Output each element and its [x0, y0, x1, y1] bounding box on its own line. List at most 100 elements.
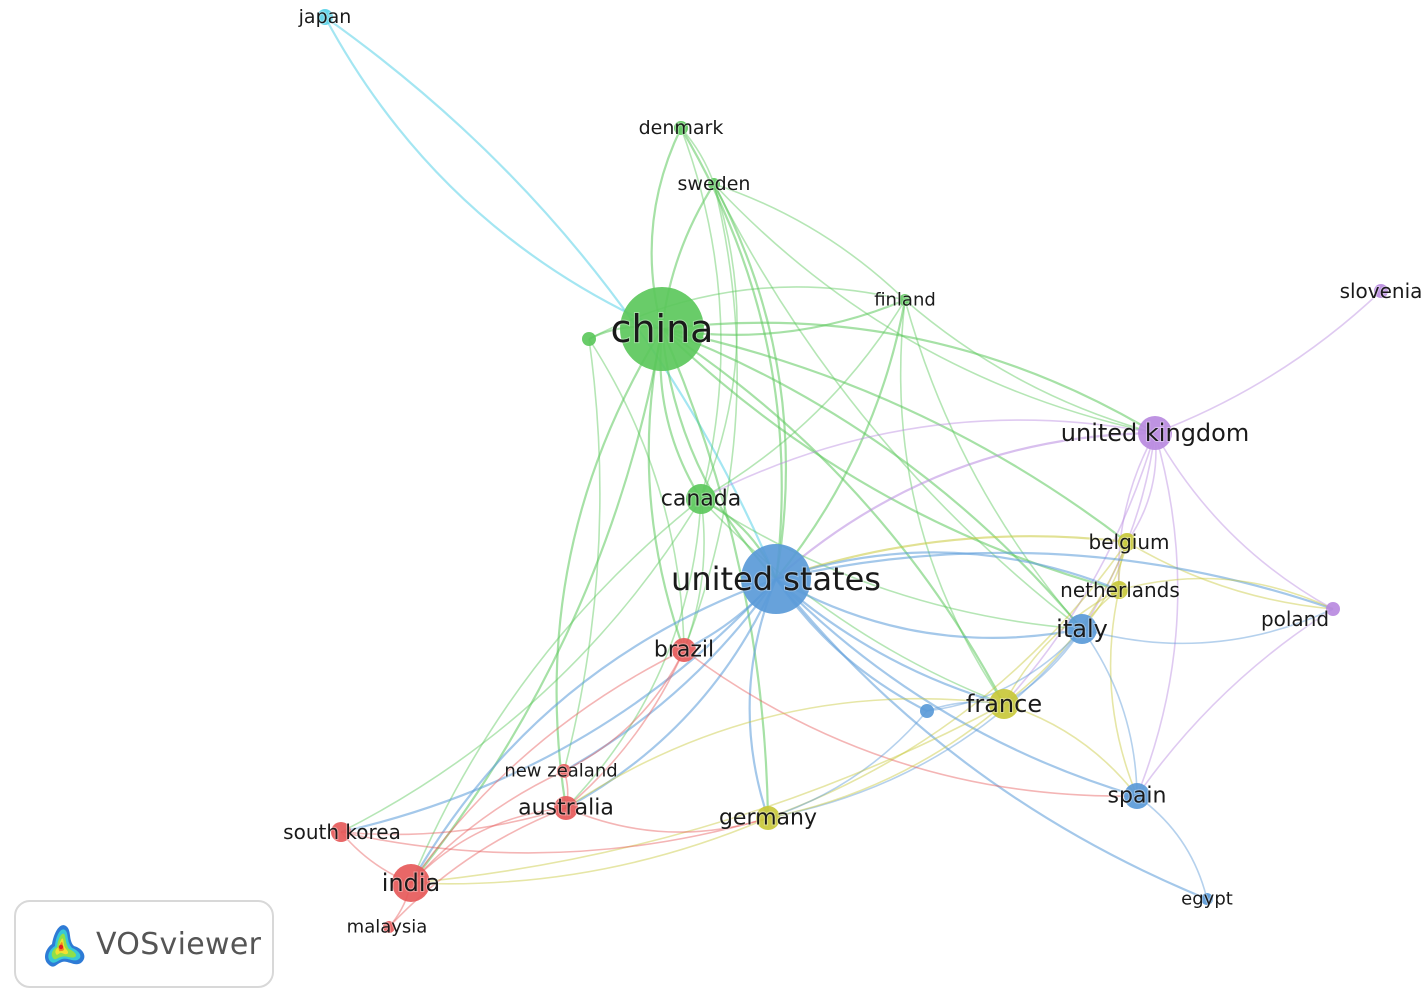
- label-france: france: [966, 690, 1042, 718]
- label-japan: japan: [298, 6, 352, 28]
- node-netherlands[interactable]: [1110, 581, 1128, 599]
- node-japan[interactable]: [317, 9, 333, 25]
- link-canada-brazil: [683, 498, 705, 651]
- label-belgium: belgium: [1089, 530, 1170, 554]
- link-japan-united_states: [324, 16, 778, 580]
- label-netherlands: netherlands: [1060, 578, 1180, 602]
- link-united_states-india: [410, 577, 777, 884]
- link-g_unlabeled-brazil: [588, 338, 685, 651]
- node-australia[interactable]: [554, 796, 578, 820]
- link-slovenia-united_kingdom: [1154, 290, 1382, 434]
- node-united-states[interactable]: [741, 544, 811, 614]
- link-g_unlabeled-new_zealand: [563, 338, 601, 772]
- node-united-kingdom[interactable]: [1138, 416, 1172, 450]
- link-united_states-south_korea: [340, 578, 777, 834]
- link-brazil-australia: [565, 649, 685, 809]
- link-italy-poland: [1081, 608, 1334, 645]
- link-italy-germany: [767, 628, 1083, 819]
- node-france[interactable]: [989, 689, 1019, 719]
- link-belgium-germany: [767, 541, 1128, 819]
- link-germany-india: [410, 817, 769, 885]
- vosviewer-logo-icon: [45, 925, 85, 967]
- link-united_states-poland: [775, 551, 1334, 611]
- label-brazil: brazil: [654, 638, 714, 663]
- link-finland-united_states: [775, 299, 907, 580]
- node-denmark[interactable]: [674, 121, 688, 135]
- link-finland-italy: [904, 299, 1083, 630]
- node-sweden[interactable]: [708, 178, 720, 190]
- node-germany[interactable]: [756, 806, 780, 830]
- node-india[interactable]: [392, 864, 430, 902]
- link-united_states-italy: [775, 578, 1083, 640]
- link-sweden-italy: [713, 183, 1083, 630]
- link-united_kingdom-canada: [700, 419, 1156, 500]
- node-south-korea[interactable]: [331, 822, 351, 842]
- link-china-netherlands: [661, 328, 1120, 592]
- label-china: china: [611, 307, 714, 351]
- link-canada-india: [410, 498, 702, 884]
- label-canada: canada: [661, 487, 741, 512]
- label-india: india: [382, 869, 441, 897]
- link-canada-france: [700, 498, 1005, 705]
- node-new-zealand[interactable]: [557, 764, 571, 778]
- link-south_korea-germany: [340, 817, 769, 854]
- node-egypt[interactable]: [1201, 893, 1213, 905]
- link-china-italy: [661, 327, 1083, 630]
- link-netherlands-spain: [1109, 589, 1138, 797]
- link-sweden-brazil: [683, 183, 738, 651]
- link-brazil-spain: [683, 649, 1138, 797]
- link-canada-italy: [700, 498, 1083, 630]
- link-b_unlabeled-germany: [767, 710, 928, 819]
- link-united_kingdom-poland: [1154, 432, 1334, 610]
- node-spain[interactable]: [1124, 783, 1150, 809]
- link-france-spain: [1003, 703, 1138, 797]
- node-malaysia[interactable]: [383, 921, 395, 933]
- link-australia-south_korea: [340, 807, 567, 836]
- link-spain-egypt: [1136, 795, 1208, 900]
- node-g-unlabeled[interactable]: [582, 332, 596, 346]
- link-united_kingdom-united_states: [775, 431, 1156, 580]
- link-australia-malaysia: [388, 807, 567, 928]
- node-italy[interactable]: [1067, 614, 1097, 644]
- link-france-germany: [767, 703, 1005, 819]
- node-belgium[interactable]: [1118, 533, 1136, 551]
- node-b-unlabeled[interactable]: [920, 704, 934, 718]
- node-slovenia[interactable]: [1374, 284, 1388, 298]
- node-canada[interactable]: [686, 484, 716, 514]
- label-australia: australia: [518, 796, 614, 821]
- label-new-zealand: new zealand: [504, 761, 617, 782]
- label-malaysia: malaysia: [347, 917, 428, 938]
- label-united-states: united states: [671, 560, 881, 598]
- link-denmark-canada: [680, 127, 722, 500]
- label-italy: italy: [1056, 615, 1108, 643]
- link-france-india: [410, 703, 1005, 884]
- link-united_kingdom-netherlands: [1117, 432, 1156, 591]
- link-australia-india: [410, 807, 567, 884]
- link-france-australia: [565, 697, 1005, 809]
- node-finland[interactable]: [899, 294, 911, 306]
- label-slovenia: slovenia: [1340, 279, 1423, 303]
- label-egypt: egypt: [1181, 889, 1233, 910]
- node-china[interactable]: [620, 287, 704, 371]
- node-layer: [317, 9, 1388, 933]
- link-united_kingdom-spain: [1136, 432, 1179, 797]
- node-poland[interactable]: [1326, 602, 1340, 616]
- link-netherlands-poland: [1118, 577, 1334, 610]
- label-united-kingdom: united kingdom: [1061, 419, 1249, 447]
- link-netherlands-france: [1003, 589, 1120, 705]
- link-united_states-new_zealand: [563, 578, 777, 772]
- label-spain: spain: [1108, 784, 1167, 809]
- link-united_states-spain: [775, 578, 1138, 798]
- link-finland-france: [899, 299, 1005, 705]
- vosviewer-badge: VOSviewer: [14, 900, 274, 988]
- link-italy-spain: [1081, 628, 1138, 797]
- link-china-france: [661, 328, 1005, 705]
- link-sweden-finland: [713, 183, 906, 301]
- link-united_kingdom-france: [1003, 432, 1156, 705]
- link-brazil-new_zealand: [563, 649, 685, 772]
- node-brazil[interactable]: [672, 638, 696, 662]
- link-united_states-egypt: [775, 578, 1208, 901]
